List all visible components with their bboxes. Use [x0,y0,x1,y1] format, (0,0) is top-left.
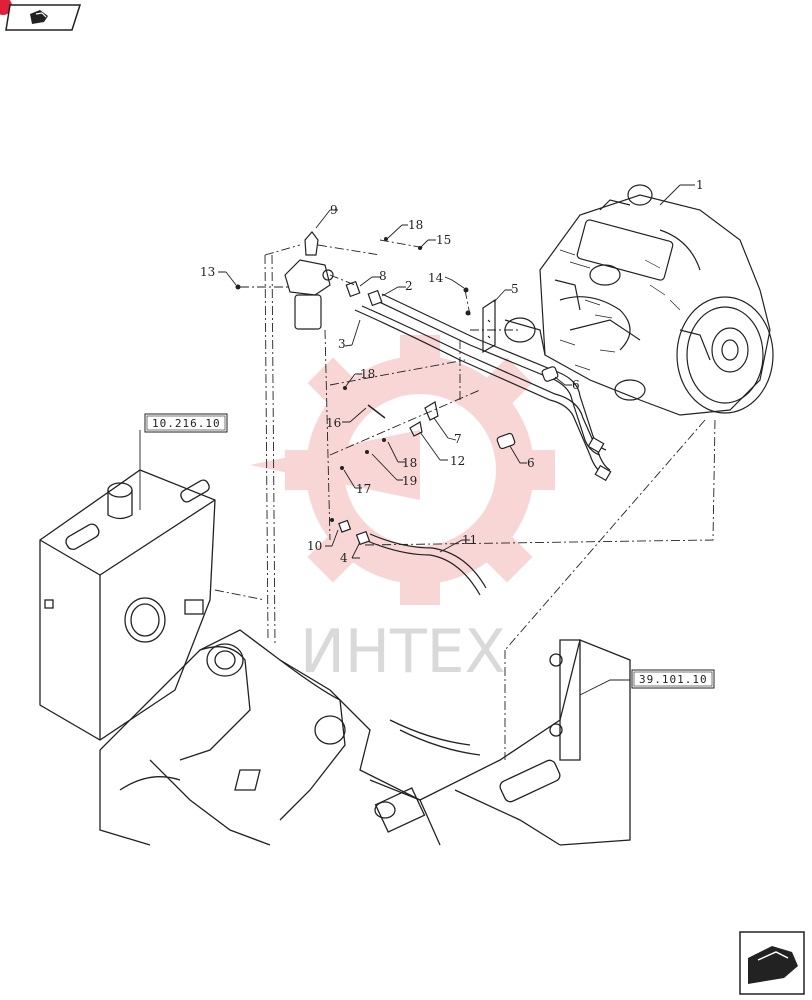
hydraulic-filter [284,231,334,330]
fitting-10 [338,519,352,533]
nav-prev-button[interactable] [0,0,82,31]
leader-lines [139,184,695,696]
label-6b: 6 [527,456,535,470]
label-14: 14 [428,271,444,285]
label-3: 3 [338,337,346,351]
engine-detail-hatch [559,249,681,371]
label-10: 10 [307,539,322,553]
label-4: 4 [340,551,348,565]
hose-11 [364,533,487,596]
label-18a: 18 [408,218,423,232]
label-1: 1 [696,178,704,192]
label-11: 11 [462,533,477,547]
label-6a: 6 [572,378,580,392]
nav-next-arrow-icon [748,946,798,984]
ref-box-10-216-10[interactable]: 10.216.10 [144,413,228,433]
ref-label-10-216-10: 10.216.10 [152,417,221,430]
label-16: 16 [326,416,341,430]
watermark-gear [250,335,555,605]
label-18b: 18 [360,367,375,381]
sleeve-6a [541,366,559,382]
ref-label-39-101-10: 39.101.10 [639,673,708,686]
sleeve-6b [496,432,516,450]
label-13: 13 [200,265,215,279]
label-17: 17 [356,482,371,496]
clamp-7 [424,401,439,421]
engine-assembly [504,184,774,416]
label-8: 8 [379,269,387,283]
small-parts [235,237,471,522]
nav-prev-arrow-icon [30,10,48,24]
clamp-12 [409,421,423,437]
nav-next-button[interactable] [739,931,805,995]
assembly-centerlines [214,239,716,760]
label-5: 5 [511,282,519,296]
bracket-5 [482,298,496,354]
label-9: 9 [330,203,338,217]
watermark-text: ИНТЕХ [300,617,506,687]
label-2: 2 [405,279,413,293]
ref-box-39-101-10[interactable]: 39.101.10 [631,669,715,689]
bolt-16 [367,404,386,419]
label-7: 7 [454,432,462,446]
hydraulic-tank [39,469,216,741]
machine-frame [99,629,631,846]
part-labels: 1 2 3 4 5 6 6 7 8 9 10 11 12 13 14 15 16… [200,178,704,565]
label-19: 19 [402,474,417,488]
hose-3 [354,305,611,476]
label-18c: 18 [402,456,417,470]
label-15: 15 [436,233,451,247]
label-12: 12 [450,454,465,468]
fitting-4 [355,530,371,546]
